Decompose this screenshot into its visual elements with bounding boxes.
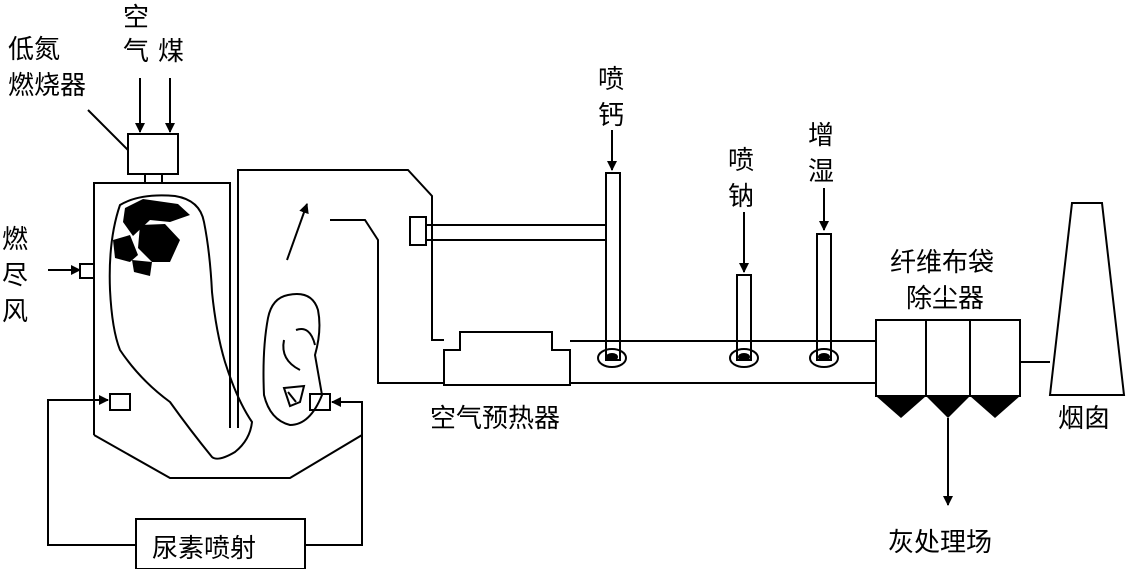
humidification-label-char2: 湿 — [808, 157, 834, 187]
air-preheater-label: 空气预热器 — [430, 404, 560, 434]
overfire-air-label-char2: 尽 — [2, 261, 28, 291]
secondary-flame-outline — [262, 293, 324, 427]
gas-flow-arrow — [286, 203, 309, 261]
calcium-injection-label-char2: 钙 — [598, 101, 624, 131]
calcium-injection-nozzle-core — [606, 353, 618, 361]
sodium-injection-lance — [736, 274, 752, 361]
urea-injection-nozzle-left — [109, 393, 131, 411]
air-duct-inlet-box — [409, 216, 427, 246]
flame-dark-zone-bottom — [132, 260, 152, 276]
calcium-injection-label-char1: 喷 — [598, 65, 624, 95]
boiler-hopper — [93, 412, 363, 479]
sodium-injection-nozzle-core — [738, 353, 750, 361]
humidification-nozzle — [809, 348, 839, 368]
flame-dark-zone-top — [123, 199, 190, 236]
overfire-air-port — [79, 263, 95, 279]
low-nox-burner-box — [127, 133, 179, 175]
flame-outline — [108, 194, 254, 460]
urea-feed-line-left — [47, 395, 136, 546]
secondary-flame-nozzle-tip — [282, 384, 306, 408]
overfire-air-label-char3: 风 — [2, 297, 28, 327]
boiler-outer-casing — [237, 169, 444, 428]
baghouse-hopper-1 — [876, 396, 926, 418]
secondary-flame-curve-1 — [295, 328, 316, 346]
calcium-injection-lance — [605, 172, 621, 361]
flame-dark-zone-left — [113, 235, 138, 262]
boiler-inner-gas-path — [330, 219, 444, 384]
sodium-injection-label-char2: 钠 — [728, 182, 754, 212]
baghouse-hopper-2 — [926, 396, 970, 418]
sodium-injection-label-char1: 喷 — [728, 146, 754, 176]
humidification-label-char1: 增 — [808, 121, 834, 151]
air-label-char2: 气 — [123, 37, 149, 67]
urea-feed-line-right — [305, 397, 363, 546]
burner-leader-line — [87, 109, 129, 151]
furnace-wall — [93, 182, 231, 435]
overfire-air-label-char1: 燃 — [2, 225, 28, 255]
low-nox-burner-label-line1: 低氮 — [8, 35, 60, 65]
urea-injection-nozzle-right — [309, 393, 331, 411]
air-label-char1: 空 — [123, 3, 149, 33]
humidification-nozzle-core — [818, 353, 830, 361]
baghouse-label-line1: 纤维布袋 — [890, 248, 994, 278]
coal-label: 煤 — [158, 37, 184, 67]
baghouse-hopper-3 — [970, 396, 1020, 418]
low-nox-burner-label-line2: 燃烧器 — [8, 71, 86, 101]
urea-injection-label: 尿素喷射 — [152, 534, 256, 564]
air-preheater-body — [443, 331, 571, 386]
chimney-label: 烟囱 — [1058, 404, 1110, 434]
secondary-flame-curve-2 — [282, 339, 301, 371]
ash-treatment-label: 灰处理场 — [888, 528, 992, 558]
chimney-stack — [1048, 202, 1126, 396]
flame-dark-zone-middle — [138, 224, 180, 262]
sodium-injection-nozzle — [729, 348, 759, 368]
baghouse-label-line2: 除尘器 — [906, 284, 984, 314]
secondary-flame-nozzle-mark — [287, 391, 297, 403]
baghouse-body — [875, 319, 1021, 397]
urea-injection-box — [135, 518, 306, 569]
calcium-injection-nozzle — [597, 348, 627, 368]
